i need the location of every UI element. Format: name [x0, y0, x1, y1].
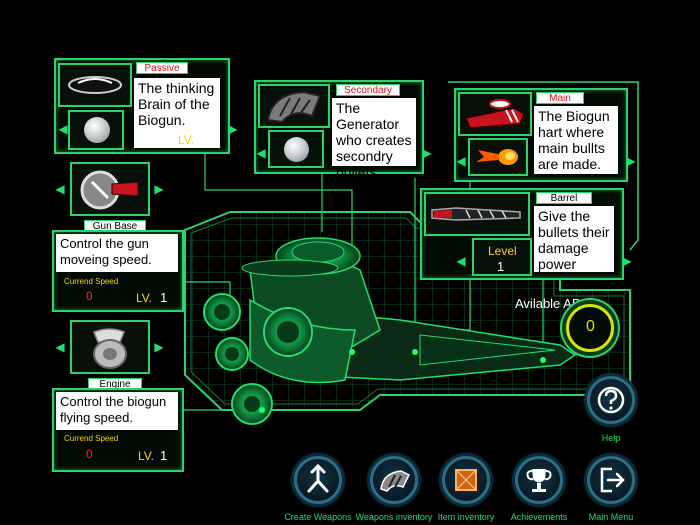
secondary-description: The Generator who creates secondry bulle… [332, 98, 416, 180]
main-menu-button[interactable] [587, 456, 635, 504]
engine-level-label: LV. [138, 449, 155, 463]
passive-orb-icon [84, 117, 110, 143]
engine-prev-arrow[interactable]: ◀ [55, 340, 65, 354]
passive-orb-slot[interactable] [68, 110, 124, 150]
engine-speed-value: 0 [86, 447, 93, 461]
gun-base-speed-label: Currend Speed [64, 277, 119, 286]
gun-base-next-arrow[interactable]: ▶ [154, 182, 164, 196]
engine-part-slot[interactable] [70, 320, 150, 374]
secondary-part-slot[interactable] [258, 84, 330, 128]
passive-description: The thinking Brain of the Biogun. [134, 78, 220, 148]
gun-base-icon [80, 170, 139, 210]
brain-pod-icon [68, 76, 122, 94]
exit-icon [600, 467, 625, 493]
trophy-icon [526, 469, 552, 492]
fireball-icon [476, 149, 518, 165]
weapons-inventory-label: Weapons inventory [355, 512, 433, 522]
ap-value: 0 [586, 318, 595, 335]
biogun-weapon [203, 237, 577, 425]
engine-icon [93, 328, 127, 369]
help-button[interactable] [587, 376, 635, 424]
passive-tag: Passive [136, 62, 188, 74]
help-label: Help [601, 433, 621, 443]
barrel-level-box [472, 238, 532, 276]
engine-next-arrow[interactable]: ▶ [154, 340, 164, 354]
barrel-tag: Barrel [536, 192, 592, 204]
achievements-label: Achievements [510, 512, 568, 522]
secondary-prev-arrow[interactable]: ◀ [256, 146, 266, 160]
barrel-icon [431, 207, 521, 221]
create-weapons-label: Create Weapons [284, 512, 352, 522]
secondary-orb-icon [284, 137, 309, 162]
main-part-slot[interactable] [458, 92, 532, 136]
main-prev-arrow[interactable]: ◀ [456, 154, 466, 168]
barrel-description: Give the bullets their damage power [534, 206, 614, 272]
main-description: The Biogun hart where main bullts are ma… [534, 106, 618, 174]
barrel-level-label: Level [488, 244, 517, 258]
ap-label: Avilable AP [515, 296, 581, 311]
secondary-tag: Secondary [336, 84, 400, 96]
secondary-next-arrow[interactable]: ▶ [422, 146, 432, 160]
gun-base-speed-value: 0 [86, 289, 93, 303]
heart-core-icon [464, 99, 525, 129]
gun-base-prev-arrow[interactable]: ◀ [55, 182, 65, 196]
generator-icon [266, 90, 322, 124]
crate-icon [455, 469, 477, 491]
item-inventory-label: Item inventory [437, 512, 495, 522]
engine-description: Control the biogun flying speed. [56, 392, 178, 430]
main-bullet-slot[interactable] [468, 138, 528, 176]
barrel-part-slot[interactable] [424, 192, 530, 236]
passive-level-label: LV. [178, 133, 195, 147]
passive-level-value: 1 [200, 132, 208, 147]
barrel-prev-arrow[interactable]: ◀ [456, 254, 466, 268]
weapon-icon [380, 470, 411, 492]
passive-prev-arrow[interactable]: ◀ [58, 122, 68, 136]
gun-base-part-slot[interactable] [70, 162, 150, 216]
barrel-level-value: 1 [497, 259, 505, 274]
gun-base-level-value: 1 [160, 290, 168, 305]
main-tag: Main [536, 92, 584, 104]
engine-speed-label: Currend Speed [64, 434, 119, 443]
weapons-inventory-button[interactable] [370, 456, 418, 504]
ap-gauge [566, 304, 614, 352]
fork-icon [307, 463, 329, 493]
barrel-next-arrow[interactable]: ▶ [622, 254, 632, 268]
passive-part-slot[interactable] [58, 63, 132, 107]
create-weapons-button[interactable] [294, 456, 342, 504]
engine-level-value: 1 [160, 448, 168, 463]
question-icon [597, 386, 625, 414]
main-menu-label: Main Menu [588, 512, 634, 522]
passive-next-arrow[interactable]: ▶ [228, 122, 238, 136]
main-next-arrow[interactable]: ▶ [626, 154, 636, 168]
secondary-orb-slot[interactable] [268, 130, 324, 168]
item-inventory-button[interactable] [442, 456, 490, 504]
achievements-button[interactable] [515, 456, 563, 504]
gun-base-level-label: LV. [136, 291, 153, 305]
gun-base-description: Control the gun moveing speed. [56, 234, 178, 272]
